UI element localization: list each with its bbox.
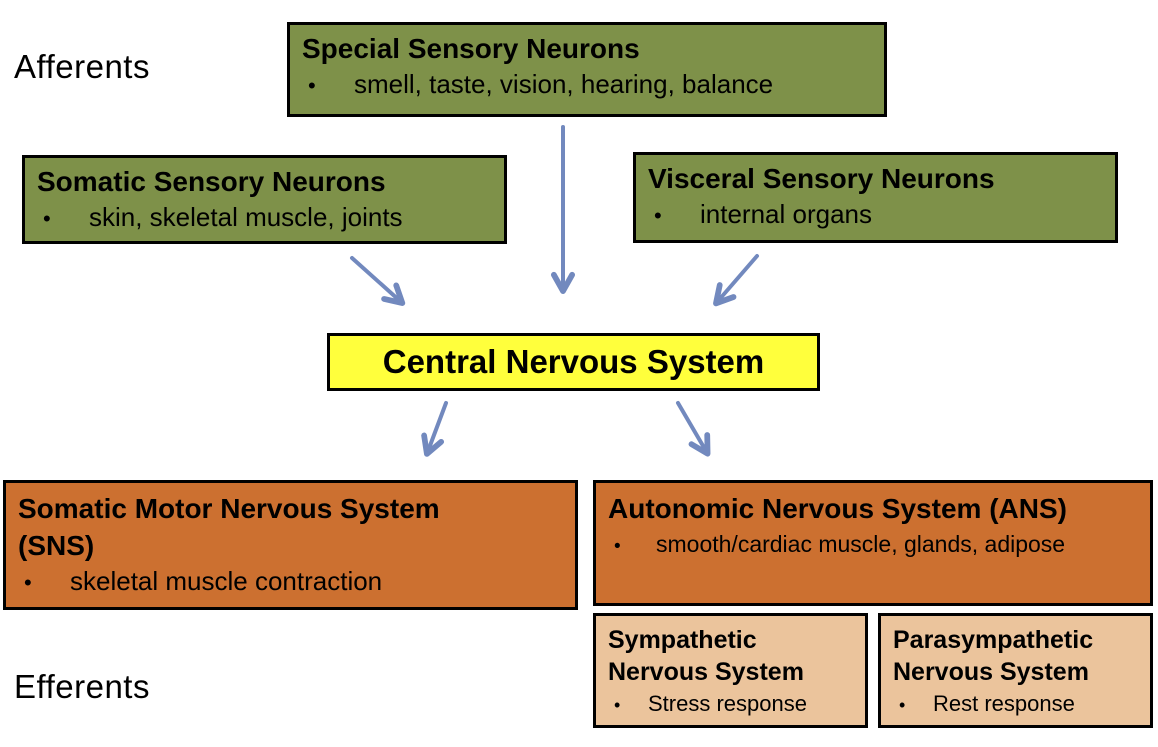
bullet-text: smell, taste, vision, hearing, balance [354, 68, 774, 99]
box-special-sensory-neurons: Special Sensory Neurons • smell, taste, … [287, 22, 887, 117]
box-central-nervous-system: Central Nervous System [327, 333, 820, 391]
bullet-marker: • [24, 569, 32, 595]
box-title: Visceral Sensory Neurons [648, 163, 995, 194]
bullet-text: Stress response [648, 691, 807, 716]
afferents-label: Afferents [14, 48, 150, 85]
bullet-row: • skin, skeletal muscle, joints [37, 201, 492, 235]
bullet-row: • smell, taste, vision, hearing, balance [302, 68, 872, 102]
box-visceral-sensory-neurons: Visceral Sensory Neurons • internal orga… [633, 152, 1118, 243]
box-somatic-sensory-neurons: Somatic Sensory Neurons • skin, skeletal… [22, 155, 507, 244]
bullet-marker: • [614, 535, 621, 557]
arrow-visceral-sensory-to-cns [713, 254, 759, 307]
bullet-row: • internal organs [648, 198, 1103, 232]
bullet-row: • Rest response [893, 690, 1138, 719]
box-title: Autonomic Nervous System (ANS) [608, 493, 1067, 524]
box-title: Central Nervous System [382, 343, 765, 381]
bullet-text: smooth/cardiac muscle, glands, adipose [656, 530, 1066, 557]
bullet-text: internal organs [700, 198, 872, 229]
bullet-marker: • [614, 695, 621, 715]
box-title: Somatic Sensory Neurons [37, 166, 386, 197]
bullet-text: skeletal muscle contraction [70, 565, 383, 596]
bullet-row: • Stress response [608, 690, 853, 719]
box-title: Special Sensory Neurons [302, 33, 640, 64]
box-title: Somatic Motor Nervous System (SNS) [18, 493, 440, 561]
efferents-label: Efferents [14, 668, 150, 705]
bullet-marker: • [899, 695, 906, 715]
box-somatic-motor-nervous-system: Somatic Motor Nervous System (SNS) • ske… [3, 480, 578, 610]
box-parasympathetic-nervous-system: Parasympathetic Nervous System • Rest re… [878, 613, 1153, 728]
bullet-marker: • [308, 72, 316, 98]
bullet-marker: • [43, 205, 51, 231]
bullet-text: Rest response [933, 691, 1075, 716]
box-sympathetic-nervous-system: Sympathetic Nervous System • Stress resp… [593, 613, 868, 728]
arrow-cns-to-somatic-motor [421, 401, 448, 457]
bullet-row: • skeletal muscle contraction [18, 565, 563, 599]
bullet-row: • smooth/cardiac muscle, glands, adipose [608, 530, 1138, 560]
bullet-text: skin, skeletal muscle, joints [89, 201, 403, 232]
bullet-marker: • [654, 202, 662, 228]
box-autonomic-nervous-system: Autonomic Nervous System (ANS) • smooth/… [593, 480, 1153, 606]
arrow-somatic-sensory-to-cns [350, 256, 406, 306]
box-title: Sympathetic Nervous System [608, 626, 804, 686]
box-title: Parasympathetic Nervous System [893, 626, 1094, 686]
arrow-cns-to-autonomic [676, 401, 711, 457]
